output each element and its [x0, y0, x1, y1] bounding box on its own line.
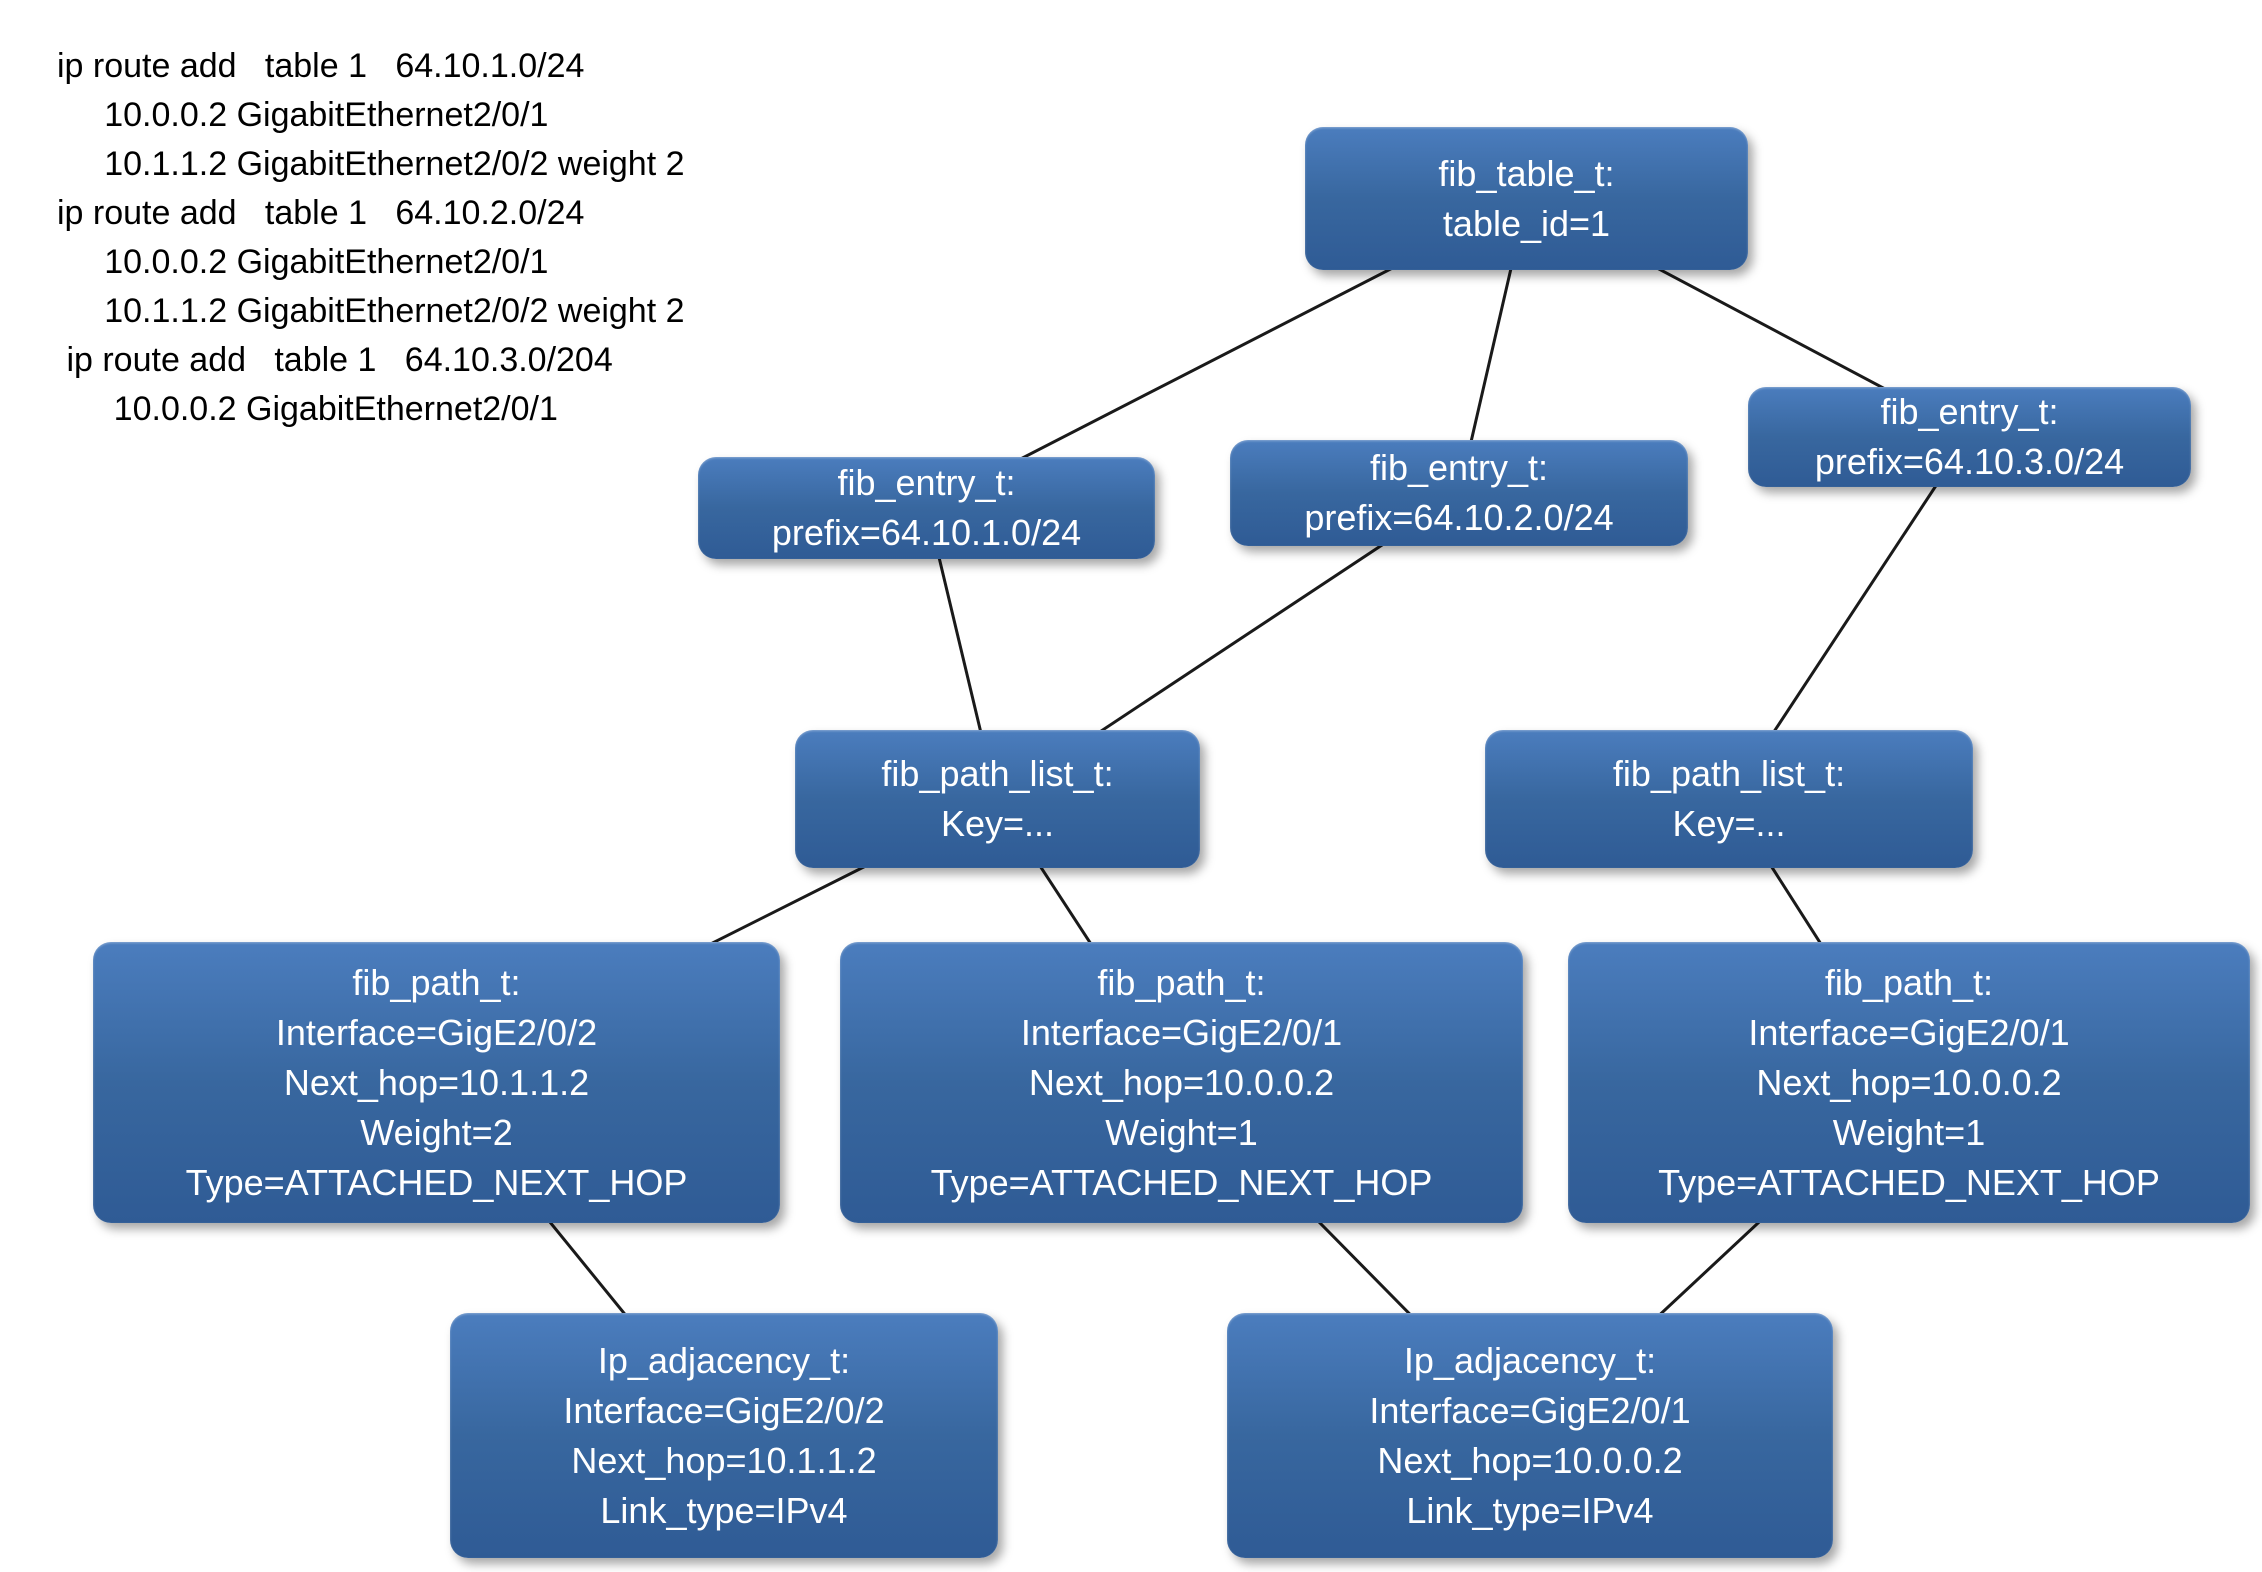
route-commands: ip route add table 1 64.10.1.0/24 10.0.0… — [57, 42, 685, 434]
node-fib-path-list-left: fib_path_list_t: Key=... — [795, 730, 1200, 868]
node-type-label: fib_entry_t: — [1880, 391, 2059, 432]
route-command-line: 10.0.0.2 GigabitEthernet2/0/1 — [57, 243, 549, 281]
node-fib-entry-1: fib_entry_t: prefix=64.10.1.0/24 — [698, 457, 1155, 559]
route-command-line: ip route add table 1 64.10.3.0/204 — [57, 341, 613, 379]
node-attribute: Interface=GigE2/0/1 — [1748, 1011, 2070, 1053]
route-command-line: 10.1.1.2 GigabitEthernet2/0/2 weight 2 — [57, 145, 685, 183]
node-attribute: Type=ATTACHED_NEXT_HOP — [185, 1161, 688, 1203]
node-attribute: Type=ATTACHED_NEXT_HOP — [930, 1161, 1433, 1203]
node-attribute: Interface=GigE2/0/1 — [1020, 1011, 1343, 1053]
node-attribute: Weight=1 — [1832, 1111, 1986, 1153]
node-attribute: Weight=2 — [360, 1111, 513, 1153]
node-type-label: fib_path_t: — [1097, 961, 1266, 1003]
node-type-label: fib_path_t: — [1824, 961, 1994, 1003]
node-type-label: fib_table_t: — [1438, 152, 1615, 194]
node-type-label: fib_path_list_t: — [1612, 753, 1846, 794]
node-attribute: Key=... — [940, 803, 1055, 844]
node-fib-path-3: fib_path_t: Interface=GigE2/0/1 Next_hop… — [1568, 942, 2250, 1223]
node-attribute: Link_type=IPv4 — [600, 1489, 848, 1531]
route-command-line: 10.1.1.2 GigabitEthernet2/0/2 weight 2 — [57, 292, 685, 330]
node-type-label: Ip_adjacency_t: — [597, 1339, 851, 1381]
node-attribute: Weight=1 — [1105, 1111, 1258, 1153]
node-attribute: Interface=GigE2/0/2 — [275, 1011, 598, 1053]
node-attribute: Interface=GigE2/0/2 — [563, 1389, 885, 1431]
node-attribute: Next_hop=10.1.1.2 — [283, 1061, 590, 1103]
node-attribute: Key=... — [1672, 803, 1786, 844]
node-attribute: prefix=64.10.2.0/24 — [1304, 497, 1614, 538]
node-fib-path-1: fib_path_t: Interface=GigE2/0/2 Next_hop… — [93, 942, 780, 1223]
node-fib-path-2: fib_path_t: Interface=GigE2/0/1 Next_hop… — [840, 942, 1523, 1223]
route-command-line: ip route add table 1 64.10.1.0/24 — [57, 47, 585, 85]
node-attribute: Link_type=IPv4 — [1406, 1489, 1654, 1531]
node-type-label: fib_path_list_t: — [881, 753, 1114, 794]
node-ip-adjacency-left: Ip_adjacency_t: Interface=GigE2/0/2 Next… — [450, 1313, 998, 1558]
node-attribute: Next_hop=10.0.0.2 — [1377, 1439, 1683, 1481]
node-attribute: Next_hop=10.0.0.2 — [1028, 1061, 1335, 1103]
node-attribute: Next_hop=10.0.0.2 — [1756, 1061, 2062, 1103]
node-attribute: Next_hop=10.1.1.2 — [571, 1439, 877, 1481]
node-type-label: fib_entry_t: — [837, 462, 1016, 503]
route-command-line: 10.0.0.2 GigabitEthernet2/0/1 — [57, 390, 558, 428]
route-command-line: 10.0.0.2 GigabitEthernet2/0/1 — [57, 96, 549, 134]
node-type-label: Ip_adjacency_t: — [1403, 1339, 1657, 1381]
node-fib-entry-3: fib_entry_t: prefix=64.10.3.0/24 — [1748, 387, 2191, 487]
node-type-label: fib_entry_t: — [1369, 447, 1549, 488]
node-fib-path-list-right: fib_path_list_t: Key=... — [1485, 730, 1973, 868]
node-fib-entry-2: fib_entry_t: prefix=64.10.2.0/24 — [1230, 440, 1688, 546]
node-type-label: fib_path_t: — [352, 961, 521, 1003]
node-attribute: prefix=64.10.1.0/24 — [771, 512, 1082, 553]
node-fib-table: fib_table_t: table_id=1 — [1305, 127, 1748, 270]
node-attribute: prefix=64.10.3.0/24 — [1814, 441, 2125, 482]
node-attribute: table_id=1 — [1442, 202, 1611, 244]
node-attribute: Type=ATTACHED_NEXT_HOP — [1658, 1161, 2160, 1203]
node-attribute: Interface=GigE2/0/1 — [1369, 1389, 1691, 1431]
node-ip-adjacency-right: Ip_adjacency_t: Interface=GigE2/0/1 Next… — [1227, 1313, 1833, 1558]
route-command-line: ip route add table 1 64.10.2.0/24 — [57, 194, 585, 232]
